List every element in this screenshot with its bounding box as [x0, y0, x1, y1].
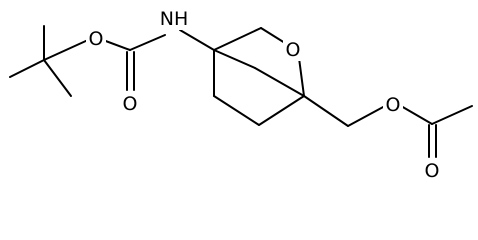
bond-tbu-methyl-2	[9, 59, 45, 78]
atom-label-acetate-ester-oxygen: O	[386, 94, 401, 116]
molecule-svg: NH O O O O O	[9, 6, 473, 182]
atom-label-acetate-carbonyl-oxygen: O	[425, 160, 440, 182]
bond-ch2-bridgehead-bottom	[258, 95, 305, 126]
bond-bridgehead-methylene	[303, 95, 349, 127]
bonds	[9, 25, 473, 158]
atom-label-nh: NH	[160, 8, 189, 30]
bond-methylene-acetate-oxygen	[347, 105, 386, 127]
atom-label-carbamate-carbonyl-oxygen: O	[123, 93, 138, 115]
bond-ch2-ring-oxygen	[260, 27, 286, 44]
bond-tbu-methyl-3	[43, 59, 72, 97]
bond-tbu-oxygen	[43, 39, 89, 61]
bond-bridgehead-ch2-bridge	[213, 49, 256, 69]
bond-ch2-ch2-bottom	[213, 95, 260, 126]
bond-ester-oxygen-carbonyl-carbon	[102, 39, 131, 51]
atom-label-ring-oxygen: O	[286, 39, 301, 61]
bond-carbonyl-carbon-nitrogen	[129, 34, 166, 51]
structure-diagram: NH O O O O O	[9, 6, 473, 182]
bond-acetate-oxygen-carbon	[400, 105, 433, 125]
bond-bridgehead-ch2-top	[213, 27, 262, 51]
atom-labels: NH O O O O O	[86, 6, 442, 182]
bond-ch2-bridge-bridgehead	[254, 67, 305, 97]
bond-acetate-methyl	[431, 105, 473, 125]
bond-nitrogen-bridgehead	[179, 29, 215, 51]
bond-ring-oxygen-bridgehead	[298, 57, 305, 97]
atom-label-carbamate-ester-oxygen: O	[89, 28, 104, 50]
